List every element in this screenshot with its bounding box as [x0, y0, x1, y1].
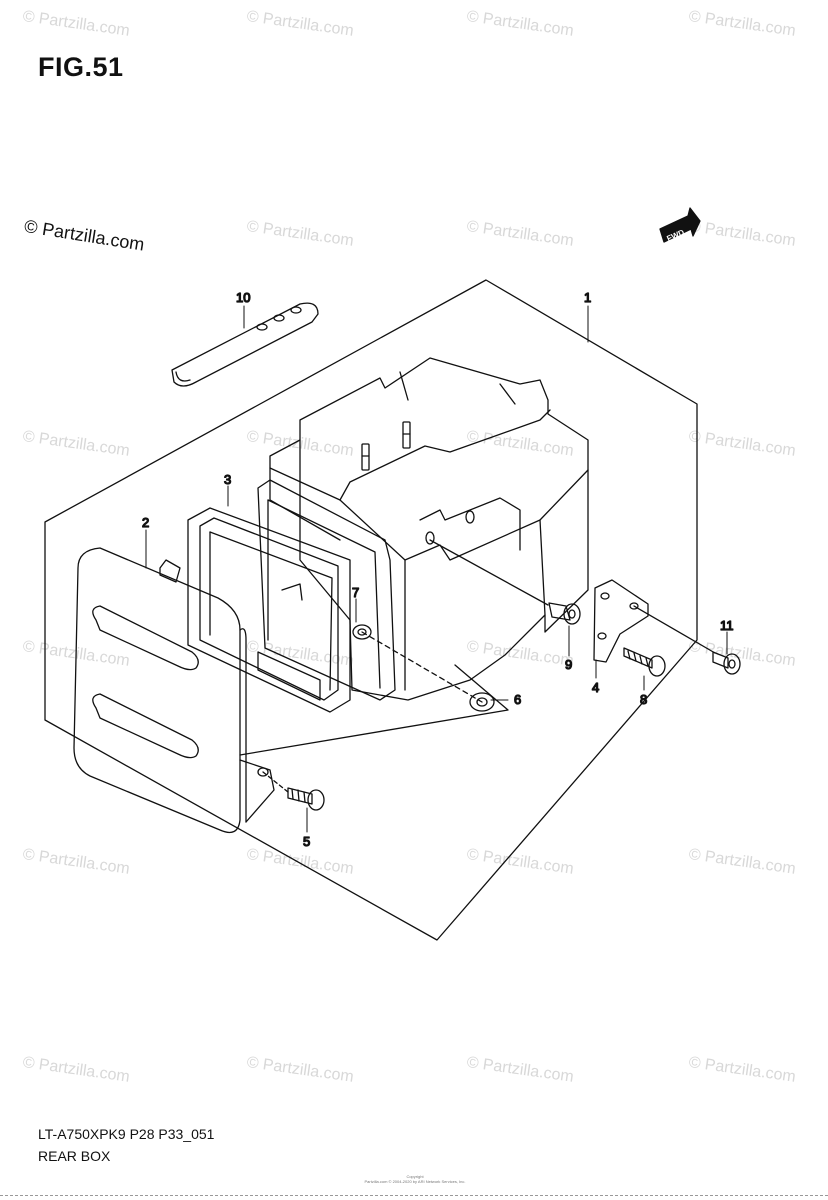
callout-10: 10	[236, 290, 250, 305]
leader-lines-6	[239, 664, 509, 756]
model-code: LT-A750XPK9 P28 P33_051	[38, 1126, 215, 1142]
callout-1: 1	[584, 290, 591, 305]
callout-3: 3	[224, 472, 231, 487]
section-name: REAR BOX	[38, 1148, 111, 1164]
copyright-line-2: Partzilla.com © 2004-2020 by ARI Network…	[364, 1179, 466, 1184]
callout-9: 9	[565, 657, 572, 672]
fwd-arrow-icon: FWD	[659, 207, 701, 243]
part-8-bolt	[623, 647, 666, 677]
part-9-bushing	[429, 539, 581, 625]
callout-5: 5	[303, 834, 310, 849]
part-6-grommet	[361, 631, 495, 712]
callout-6: 6	[514, 692, 521, 707]
assembly-boundary	[44, 279, 698, 941]
callout-2: 2	[142, 515, 149, 530]
callout-11: 11	[720, 618, 734, 633]
part-1-rear-box	[269, 357, 589, 701]
copyright-notice: Copyright Partzilla.com © 2004-2020 by A…	[350, 1174, 480, 1184]
part-10-strap	[171, 302, 319, 387]
figure-title: FIG.51	[38, 52, 124, 82]
copyright-line-1: Copyright	[406, 1174, 424, 1179]
inner-frame	[257, 479, 396, 701]
part-5-screw	[262, 771, 325, 811]
callout-7: 7	[352, 585, 359, 600]
part-3-gasket	[187, 507, 351, 713]
part-11-bolt	[712, 651, 741, 675]
part-7-grommet	[352, 624, 372, 640]
callout-4: 4	[592, 680, 599, 695]
part-2-lid	[73, 547, 275, 834]
callout-8: 8	[640, 692, 647, 707]
bottom-dotted-rule	[0, 1195, 828, 1197]
callout-leaders	[145, 305, 728, 833]
